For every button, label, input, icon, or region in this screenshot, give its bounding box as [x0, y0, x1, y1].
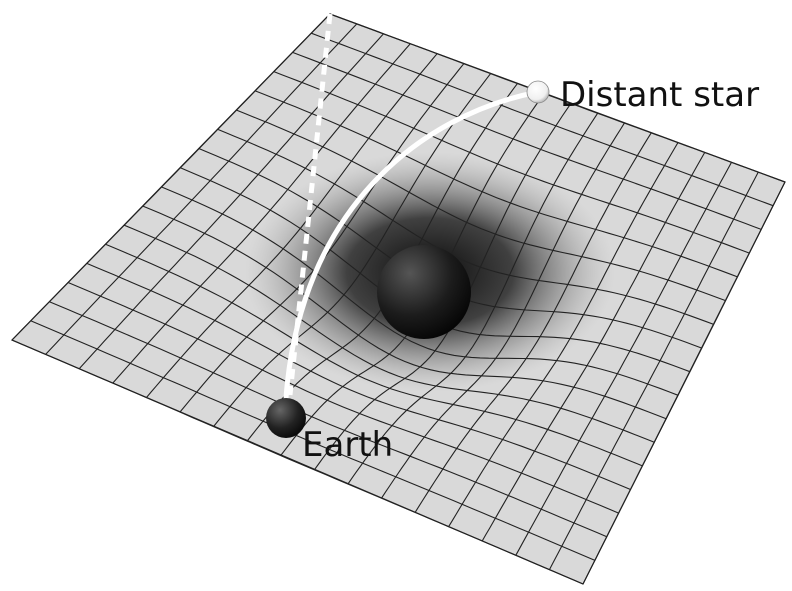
spacetime-grid: [11, 13, 786, 585]
grid-line: [481, 152, 706, 542]
grid-line: [105, 243, 643, 467]
earth-icon: [266, 398, 306, 438]
distant-star-icon: [526, 80, 550, 104]
grid-line: [112, 43, 411, 384]
grid-line: [11, 339, 584, 585]
grid-line: [78, 33, 384, 370]
grid-line: [548, 171, 759, 570]
grid-line: [123, 224, 655, 443]
grid-line: [515, 162, 732, 556]
grid-line: [45, 23, 358, 355]
apparent-star-direction: [287, 13, 333, 396]
grid-line: [347, 113, 599, 485]
grid-line: [329, 13, 786, 183]
bent-light-path: [283, 89, 539, 399]
grid-line: [145, 53, 438, 398]
grid-line: [381, 122, 625, 499]
grid-line: [414, 132, 652, 513]
massive-body: [377, 245, 471, 339]
grid-line: [236, 109, 726, 302]
grid-line: [86, 262, 631, 491]
grid-line: [30, 320, 596, 561]
grid-line: [49, 301, 608, 538]
grid-line: [255, 90, 738, 278]
grid-line: [292, 51, 762, 230]
grid-line: [448, 142, 679, 527]
grid-line: [217, 128, 714, 325]
grid-line: [273, 71, 750, 254]
grid-line: [161, 186, 679, 396]
grid-line: [311, 32, 774, 207]
grid-line: [11, 13, 331, 341]
grid-line: [313, 103, 572, 471]
earth-label: Earth: [302, 425, 394, 465]
grid-line: [142, 205, 667, 420]
grid-line: [213, 73, 492, 427]
grid-line: [67, 281, 619, 514]
distant-star-label: Distant star: [560, 75, 760, 115]
grid-line: [582, 181, 786, 585]
